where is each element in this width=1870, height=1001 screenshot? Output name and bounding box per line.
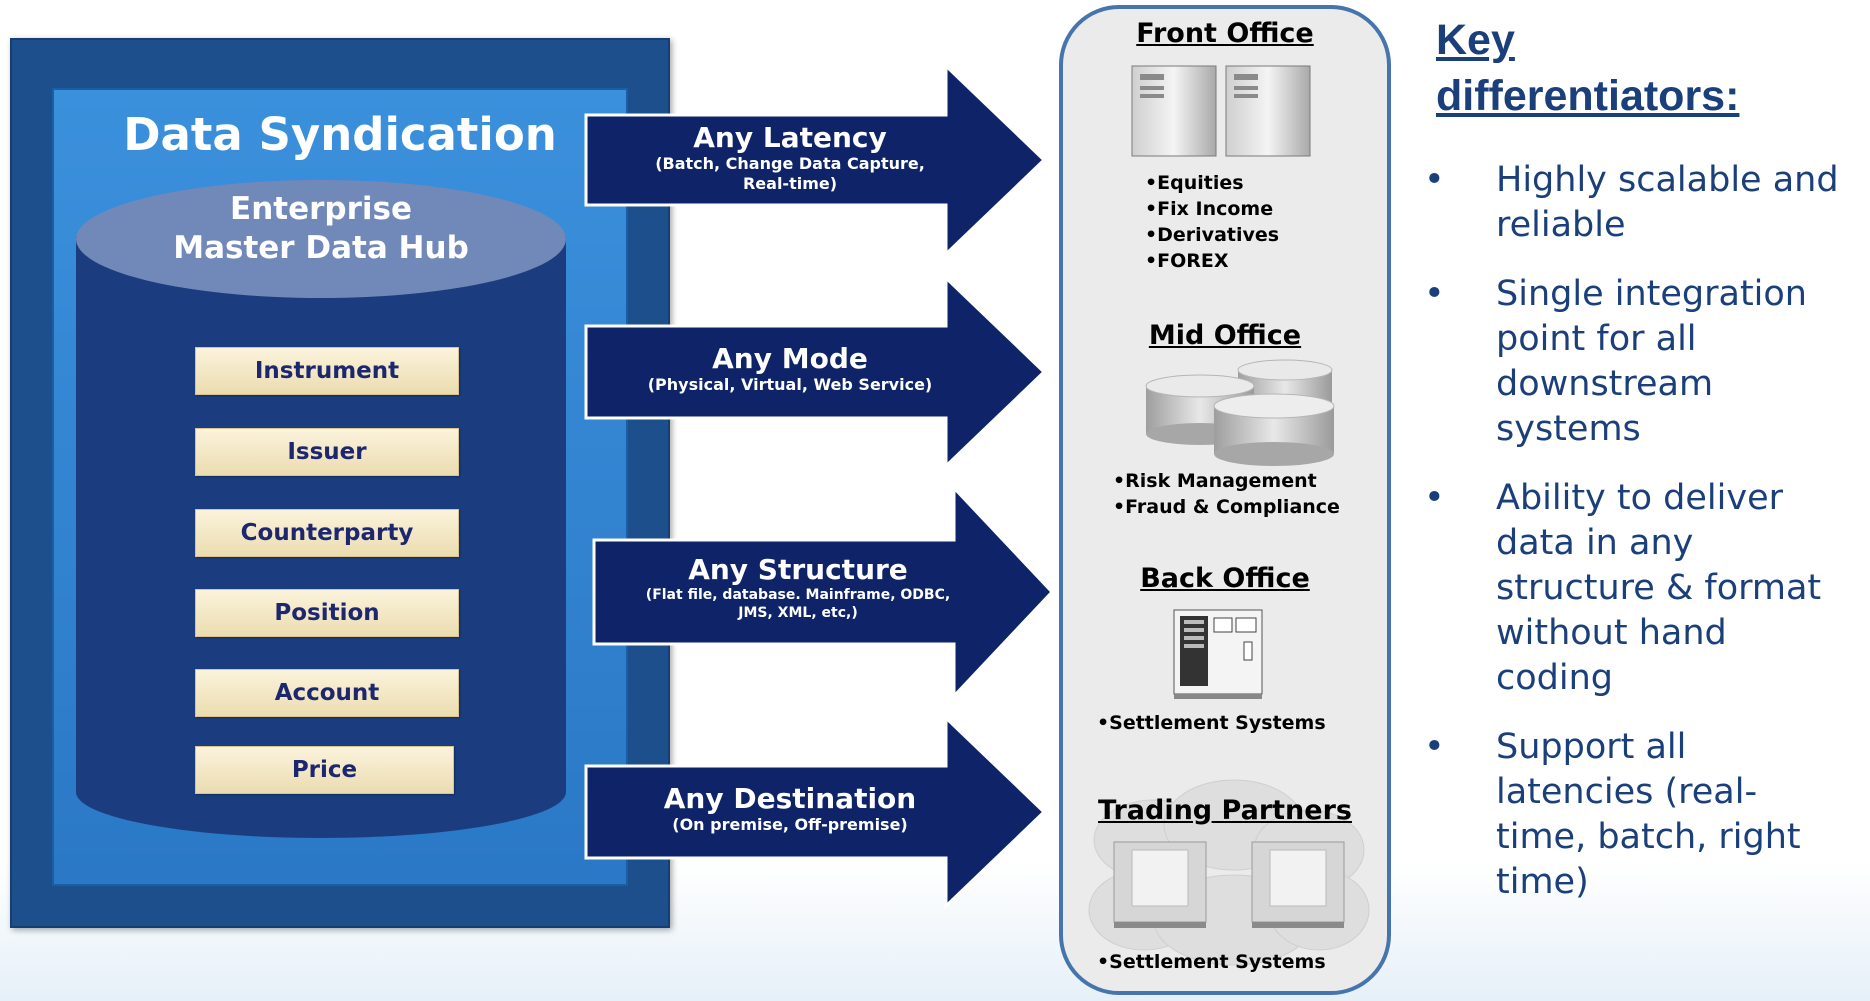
front-office-title: Front Office [1136, 18, 1314, 49]
bullet-dot: • [1424, 160, 1445, 200]
differentiator-line: reliable [1496, 205, 1626, 245]
mid-office-item: •Fraud & Compliance [1113, 496, 1340, 518]
differentiator-item: • Ability to deliver data in any structu… [1420, 476, 1860, 701]
arrow-latency [584, 62, 1047, 258]
trading-partners-list: •Settlement Systems [1097, 949, 1326, 975]
differentiator-line: data in any [1496, 523, 1694, 563]
arrow-latency-subtitle-1: (Batch, Change Data Capture, [655, 154, 925, 173]
bullet-dot: • [1424, 727, 1445, 767]
arrow-destination-label: Any Destination (On premise, Off-premise… [590, 783, 990, 835]
arrow-structure [592, 484, 1055, 700]
key-heading-line-2: differentiators: [1436, 72, 1740, 120]
arrow-latency-title: Any Latency [693, 121, 887, 154]
entity-account: Account [195, 669, 459, 717]
key-differentiators-heading: Key differentiators: [1436, 12, 1856, 124]
arrow-structure-title: Any Structure [688, 553, 908, 586]
differentiator-line: Ability to deliver [1496, 478, 1783, 518]
back-office-title: Back Office [1140, 563, 1310, 594]
front-office-item: •Equities [1145, 172, 1244, 194]
office-buildings-icon [1113, 841, 1345, 928]
arrow-mode-subtitle-1: (Physical, Virtual, Web Service) [647, 375, 933, 394]
database-disks-icon [1145, 359, 1335, 466]
mid-office-title: Mid Office [1148, 320, 1302, 351]
arrow-mode-label: Any Mode (Physical, Virtual, Web Service… [590, 343, 990, 395]
differentiator-line: coding [1496, 658, 1613, 698]
differentiator-line: Single integration [1496, 274, 1807, 314]
arrow-latency-subtitle-2: Real-time) [742, 174, 838, 193]
differentiator-item: • Single integration point for all downs… [1420, 272, 1860, 452]
front-office-list: •Equities •Fix Income •Derivatives •FORE… [1145, 170, 1279, 274]
mainframe-icon [1173, 609, 1263, 699]
bullet-dot: • [1424, 478, 1445, 518]
arrow-mode-title: Any Mode [712, 342, 868, 375]
differentiator-line: time, batch, right [1496, 817, 1801, 857]
differentiator-line: point for all [1496, 319, 1697, 359]
key-differentiators-list: • Highly scalable and reliable • Single … [1420, 158, 1860, 929]
master-data-hub-label: Enterprise Master Data Hub [76, 190, 566, 268]
arrow-destination-subtitle-1: (On premise, Off-premise) [672, 815, 908, 834]
entity-issuer: Issuer [195, 428, 459, 476]
syndication-title: Data Syndication [123, 108, 557, 161]
front-office-item: •FOREX [1145, 250, 1229, 272]
arrow-latency-label: Any Latency (Batch, Change Data Capture,… [590, 122, 990, 194]
entity-price: Price [195, 746, 454, 794]
mid-office-item: •Risk Management [1113, 470, 1317, 492]
server-icon [1131, 65, 1311, 157]
front-office-item: •Fix Income [1145, 198, 1274, 220]
key-heading-line-1: Key [1436, 16, 1515, 64]
trading-partners-item: •Settlement Systems [1097, 951, 1326, 973]
entity-instrument: Instrument [195, 347, 459, 395]
entity-position: Position [195, 589, 459, 637]
differentiator-line: Support all [1496, 727, 1687, 767]
differentiator-line: Highly scalable and [1496, 160, 1839, 200]
mid-office-list: •Risk Management •Fraud & Compliance [1113, 468, 1340, 520]
differentiator-line: latencies (real- [1496, 772, 1758, 812]
back-office-list: •Settlement Systems [1097, 710, 1326, 736]
arrow-structure-label: Any Structure (Flat file, database. Main… [588, 554, 1008, 622]
differentiator-item: • Highly scalable and reliable [1420, 158, 1860, 248]
differentiator-line: systems [1496, 409, 1641, 449]
arrow-destination-title: Any Destination [663, 782, 917, 815]
bullet-dot: • [1424, 274, 1445, 314]
arrow-structure-subtitle-2: JMS, XML, etc,) [738, 605, 858, 621]
back-office-item: •Settlement Systems [1097, 712, 1326, 734]
differentiator-item: • Support all latencies (real- time, bat… [1420, 725, 1860, 905]
differentiator-line: structure & format [1496, 568, 1822, 608]
hub-line-2: Master Data Hub [173, 230, 469, 266]
entity-counterparty: Counterparty [195, 509, 459, 557]
front-office-item: •Derivatives [1145, 224, 1280, 246]
trading-partners-title: Trading Partners [1098, 795, 1352, 826]
differentiator-line: without hand [1496, 613, 1727, 653]
differentiator-line: downstream [1496, 364, 1714, 404]
database-cylinder-top [76, 180, 566, 298]
arrow-structure-subtitle-1: (Flat file, database. Mainframe, ODBC, [645, 587, 951, 603]
differentiator-line: time) [1496, 862, 1589, 902]
arrow-mode [584, 274, 1047, 470]
hub-line-1: Enterprise [230, 191, 412, 227]
arrow-destination [584, 714, 1047, 910]
